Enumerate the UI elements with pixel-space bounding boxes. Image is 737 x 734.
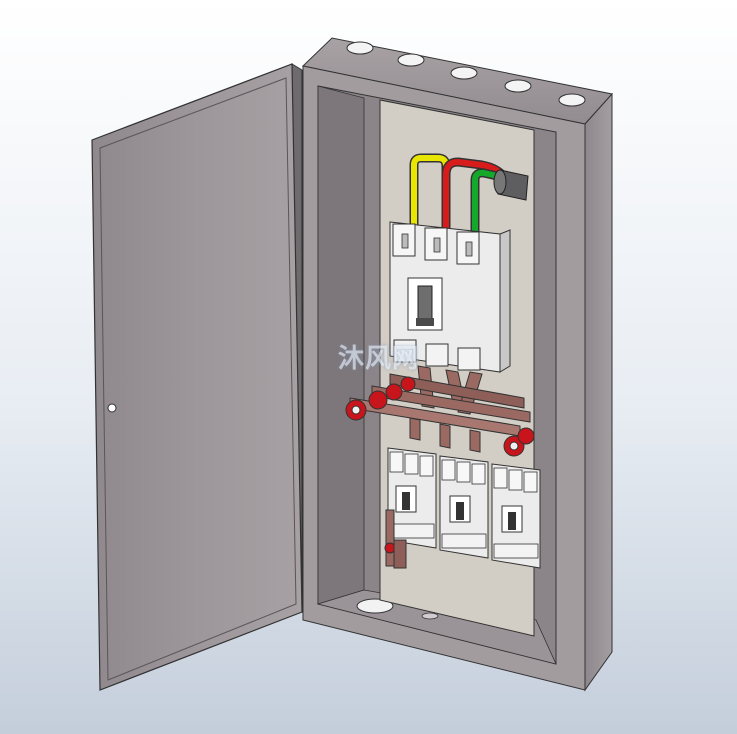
busbar-insulators xyxy=(345,376,535,457)
insulator-left-2 xyxy=(368,390,388,410)
cabinet-inner-left-wall xyxy=(317,85,365,605)
main-breaker xyxy=(389,221,511,373)
cabinet-door xyxy=(91,63,303,691)
cabinet-right-side xyxy=(584,92,613,692)
insulator-left-3 xyxy=(385,383,403,401)
busbar-link-vertical xyxy=(409,417,421,441)
branch-breaker-3 xyxy=(491,463,541,569)
busbar-3 xyxy=(389,373,525,409)
door-lock-hole xyxy=(107,403,117,413)
branch-breaker-2 xyxy=(439,455,489,559)
bottom-knockout-hole xyxy=(356,598,394,614)
branch-breaker-1 xyxy=(387,447,437,549)
busbars xyxy=(349,373,531,453)
ground-terminal xyxy=(384,509,407,569)
door-inner-flange xyxy=(99,77,297,681)
insulator-right-2 xyxy=(517,427,535,445)
main-breaker-handle xyxy=(417,285,433,323)
insulator-left-4 xyxy=(400,376,416,392)
top-knockout-holes xyxy=(346,41,586,107)
door-panel xyxy=(91,63,303,691)
bottom-knockout-hole-2 xyxy=(421,612,439,620)
